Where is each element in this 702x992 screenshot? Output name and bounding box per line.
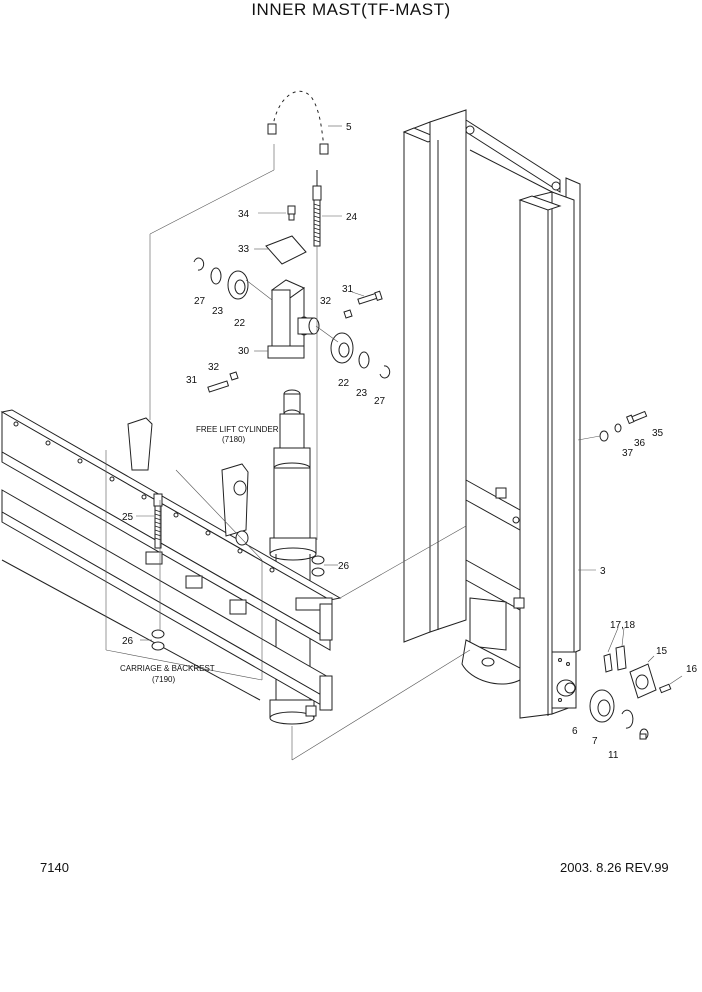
mast-washer — [599, 430, 609, 442]
sheave-bracket — [267, 279, 320, 359]
carriage-backrest-label: CARRIAGE & BACKREST — [120, 664, 215, 673]
carriage — [0, 409, 342, 711]
callout-25: 25 — [122, 512, 134, 523]
mast-lock-washer — [614, 423, 622, 433]
shims — [603, 645, 627, 673]
callout-34: 34 — [238, 209, 250, 220]
callout-35: 35 — [652, 428, 664, 439]
free-lift-cylinder-ref: (7180) — [222, 435, 245, 444]
callout-22-right: 22 — [338, 378, 350, 389]
page-code: 7140 — [40, 860, 69, 875]
right-spacer-ring — [358, 351, 370, 369]
callout-33: 33 — [238, 244, 250, 255]
right-snap-ring — [379, 365, 391, 379]
callout-26-left: 26 — [122, 636, 134, 647]
right-sheave — [330, 332, 354, 364]
left-sheave — [227, 270, 249, 300]
page-title: INNER MAST(TF-MAST) — [251, 0, 451, 19]
callout-37: 37 — [622, 448, 634, 459]
callout-22-left: 22 — [234, 318, 246, 329]
upper-washer — [343, 309, 353, 319]
nut-pair-lower — [151, 629, 165, 651]
nut-pair-upper — [311, 555, 325, 577]
callout-24: 24 — [346, 212, 358, 223]
callout-23-right: 23 — [356, 388, 368, 399]
cover-plate — [265, 235, 307, 265]
upper-bolt — [357, 290, 383, 305]
mast-roller — [589, 689, 615, 723]
left-spacer-ring — [210, 267, 222, 285]
chain-anchor-bolt — [312, 170, 322, 247]
callout-5: 5 — [346, 122, 352, 133]
roller-bolt — [639, 728, 649, 740]
inner-mast — [402, 109, 581, 719]
callout-30: 30 — [238, 346, 250, 357]
callout-6: 6 — [572, 726, 578, 737]
callout-31-lower: 31 — [186, 375, 198, 386]
callout-32-lower: 32 — [208, 362, 220, 373]
callout-23-left: 23 — [212, 306, 224, 317]
callout-32-upper: 32 — [320, 296, 332, 307]
side-roller-assembly — [629, 663, 672, 699]
mast-bolt — [625, 410, 648, 425]
grease-nipple — [287, 205, 296, 221]
callout-15: 15 — [656, 646, 668, 657]
left-snap-ring — [193, 257, 205, 271]
callout-3: 3 — [600, 566, 606, 577]
callout-36: 36 — [634, 438, 646, 449]
chain — [267, 89, 329, 155]
callout-16: 16 — [686, 664, 698, 675]
lower-washer — [229, 371, 239, 381]
lower-bolt — [207, 380, 230, 393]
reference-lines — [105, 144, 471, 761]
callout-27-right: 27 — [374, 396, 386, 407]
callout-7: 7 — [592, 736, 598, 747]
callout-27-left: 27 — [194, 296, 206, 307]
callout-17-18: 17,18 — [610, 620, 635, 631]
revision-date: 2003. 8.26 REV.99 — [560, 860, 669, 875]
callout-11: 11 — [608, 750, 619, 761]
free-lift-cylinder-label: FREE LIFT CYLINDER — [196, 425, 279, 434]
callout-26-right: 26 — [338, 561, 350, 572]
carriage-backrest-ref: (7190) — [152, 675, 175, 684]
carriage-anchor-bolt — [153, 493, 163, 549]
roller-snap-ring — [621, 709, 634, 729]
callout-31-upper: 31 — [342, 284, 354, 295]
